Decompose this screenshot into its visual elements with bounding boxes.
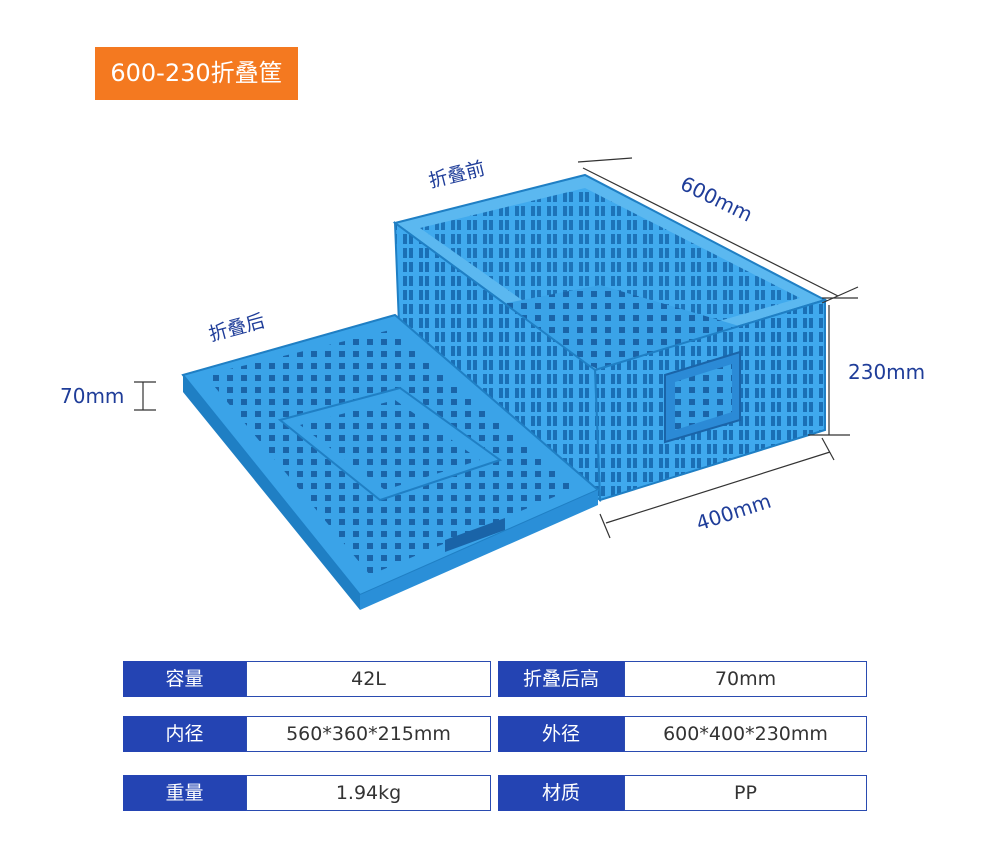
spec-value: 600*400*230mm [624,716,867,752]
spec-value: 70mm [624,661,867,697]
spec-key: 内径 [123,716,246,752]
spec-key: 折叠后高 [498,661,624,697]
folded-crate [181,313,600,610]
product-illustration: 折叠后 折叠前 600mm 230mm 400mm 70mm [0,120,990,620]
spec-value: 560*360*215mm [246,716,491,752]
product-title-badge: 600-230折叠筐 [95,47,298,100]
spec-key: 外径 [498,716,624,752]
height-dimension-label: 230mm [848,360,926,384]
folded-height-dimension-label: 70mm [60,384,125,408]
spec-value: 1.94kg [246,775,491,811]
dimension-lines [134,157,859,539]
spec-key: 容量 [123,661,246,697]
spec-key: 重量 [123,775,246,811]
spec-value: 42L [246,661,491,697]
spec-value: PP [624,775,867,811]
crate-illustration [134,157,859,610]
spec-key: 材质 [498,775,624,811]
open-crate [392,173,828,503]
